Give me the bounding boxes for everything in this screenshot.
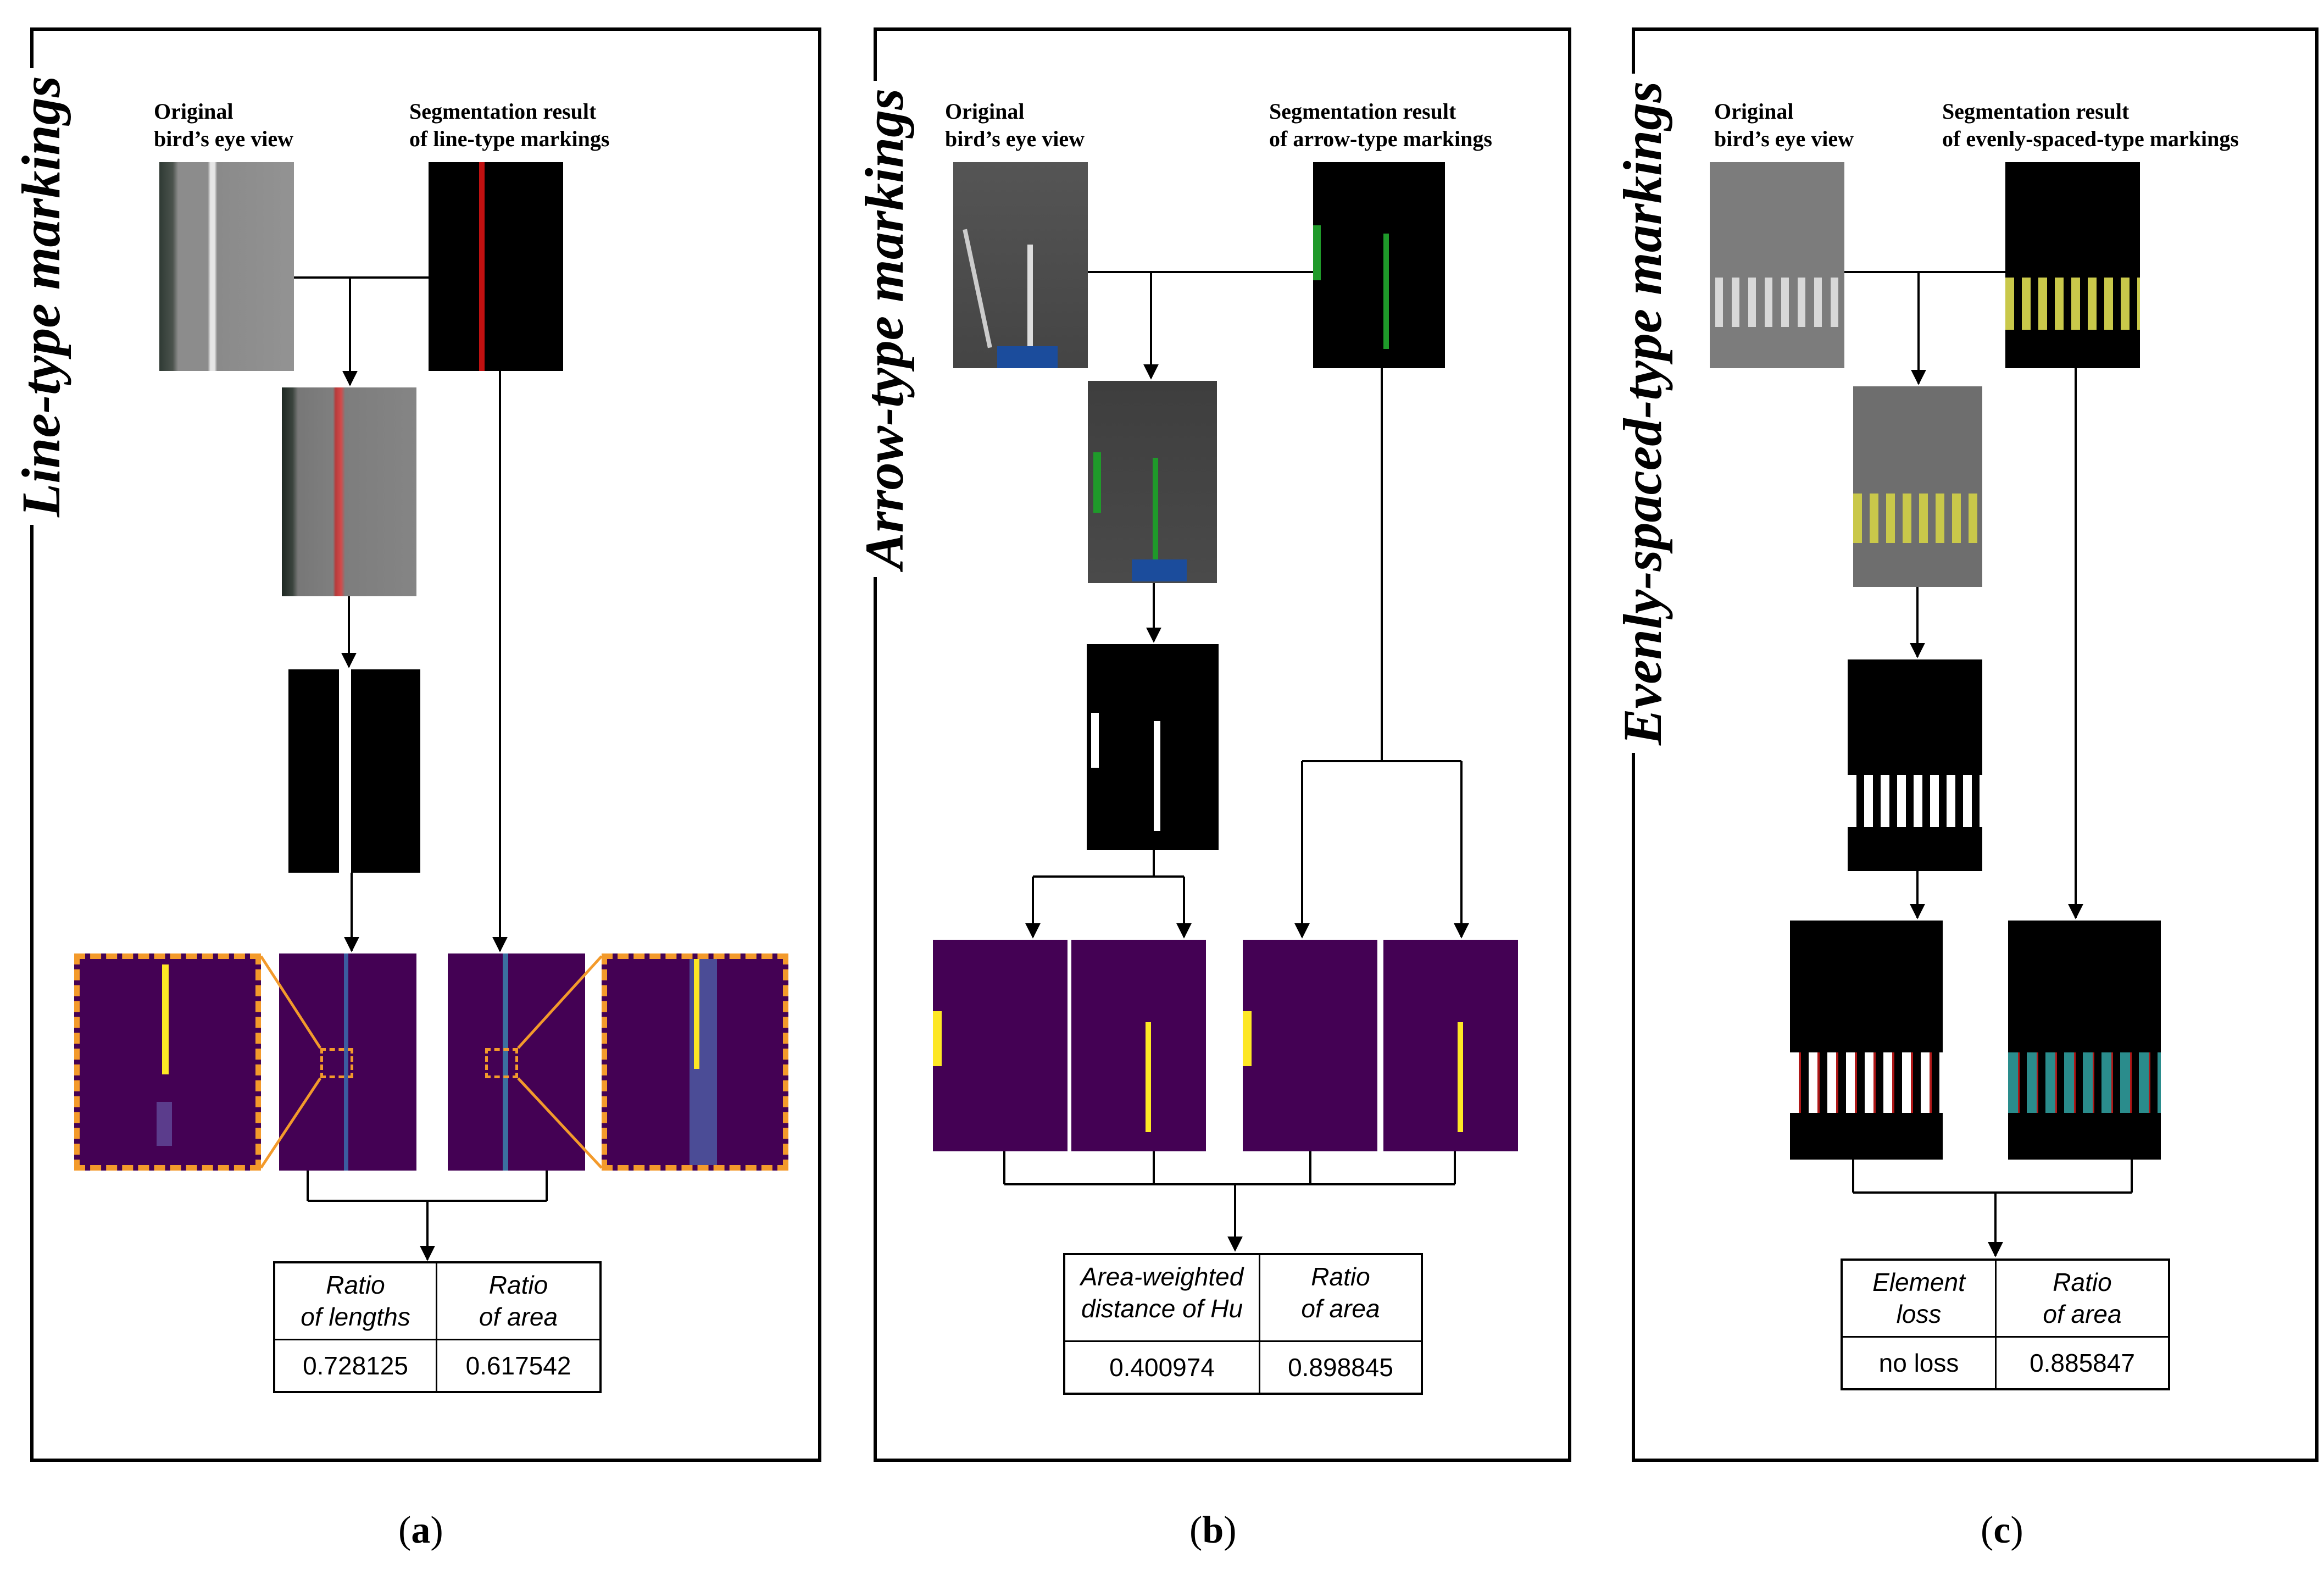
panel-b-binary-image [1087,644,1219,850]
panel-b-overlay-image [1088,381,1217,583]
panel-b-metric2-value: 0.898845 [1288,1353,1393,1382]
panel-a-original-image [159,162,294,371]
panel-a-segmentation-image [429,162,563,371]
panel-c-overlay-image [1853,386,1982,587]
panel-b [874,27,1571,1462]
panel-a-map-1 [279,953,416,1171]
panel-a-zoom-right [602,953,788,1171]
panel-b-caption: (b) [1189,1509,1237,1551]
panel-c-metric2-value: 0.885847 [2030,1349,2135,1377]
panel-a-metric2-value: 0.617542 [465,1351,571,1380]
panel-b-metric1-value: 0.400974 [1065,1342,1260,1393]
panel-c-caption: (c) [1981,1509,2023,1551]
panel-a-binary-image [288,669,420,873]
panel-c-original-image [1710,162,1844,368]
panel-c-binary-image [1848,659,1982,871]
panel-b-map-3 [1243,940,1377,1151]
panel-b-map-1 [933,940,1068,1151]
panel-a-caption: (a) [398,1509,443,1551]
panel-c-result-left [1790,921,1943,1160]
panel-b-map-4 [1383,940,1518,1151]
panel-a-metric1-value: 0.728125 [275,1340,437,1391]
panel-a-zoom-left [74,953,261,1171]
panel-c-metric1-value: no loss [1843,1338,1997,1388]
panel-c-result-right [2008,921,2161,1160]
panel-b-original-image [953,162,1088,368]
panel-a-map-2 [448,953,585,1171]
panel-b-map-2 [1071,940,1206,1151]
panel-c-segmentation-image [2005,162,2140,368]
panel-a-overlay-image [282,387,416,596]
panel-a [30,27,821,1462]
panel-b-segmentation-image [1313,162,1445,368]
